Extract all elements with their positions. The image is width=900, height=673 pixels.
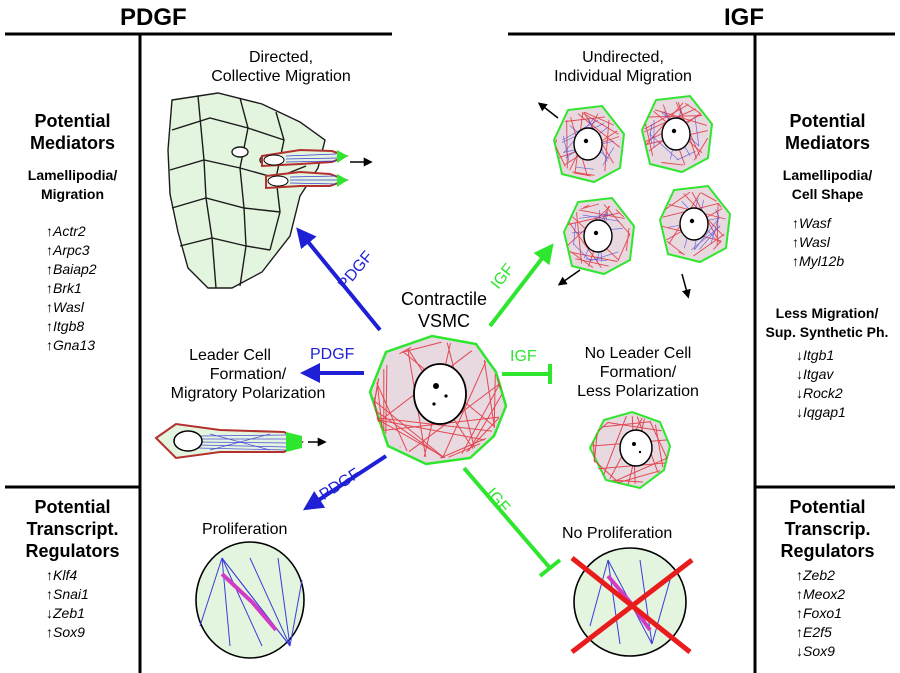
igf-cell xyxy=(658,184,732,264)
pdgf-header: PDGF xyxy=(120,4,187,31)
gene-item: ↑Meox2 xyxy=(796,586,846,602)
gene-item: ↑Wasf xyxy=(792,215,831,231)
gene-item: ↑Myl12b xyxy=(792,253,845,269)
gene-item: ↓Zeb1 xyxy=(46,605,85,621)
gene-item: ↑Actr2 xyxy=(46,223,86,239)
left-mediators-title: Potential Mediators xyxy=(29,111,116,153)
igf-leader-arrow-label: IGF xyxy=(510,348,537,365)
gene-item: ↑Brk1 xyxy=(46,280,82,296)
gene-item: ↑Wasl xyxy=(46,299,84,315)
igf-less-polarized-cell xyxy=(588,410,672,490)
left-regulators-title: Potential Transcript. Regulators xyxy=(25,497,120,561)
pdgf-proliferation-label: Proliferation xyxy=(202,521,288,538)
gene-item: ↓Rock2 xyxy=(796,385,843,401)
igf-proliferation-label: No Proliferation xyxy=(562,525,673,542)
pdgf-arrows xyxy=(296,227,388,511)
right-mediators-subtitle: Lamellipodia/ Cell Shape xyxy=(782,167,873,202)
right-less-title: Less Migration/ Sup. Synthetic Ph. xyxy=(765,305,889,340)
igf-direction-arrows xyxy=(537,102,691,299)
gene-item: ↑Baiap2 xyxy=(46,261,97,277)
left-gene-list: ↑Actr2 ↑Arpc3 ↑Baiap2 ↑Brk1 ↑Wasl ↑Itgb8 ↑Gna1… xyxy=(46,222,97,355)
gene-item: ↑Sox9 xyxy=(46,624,85,640)
collective-migration-sheet xyxy=(167,92,326,289)
gene-item: ↓Itgav xyxy=(796,366,834,382)
gene-item: ↑E2f5 xyxy=(796,624,832,640)
right-regulator-list: ↑Zeb2 ↑Meox2 ↑Foxo1 ↑E2f5 ↓Sox9 xyxy=(796,566,845,661)
igf-leader-label: No Leader Cell Formation/ Less Polarizat… xyxy=(577,345,699,400)
igf-header: IGF xyxy=(724,4,764,31)
left-mediators-subtitle: Lamellipodia/ Migration xyxy=(27,167,118,202)
vsmc-label: Contractile VSMC xyxy=(400,289,488,331)
gene-item: ↑Gna13 xyxy=(46,337,96,353)
right-regulators-title: Potential Transcrip. Regulators xyxy=(780,497,875,561)
left-regulator-list: ↑Klf4 ↑Snai1 ↓Zeb1 ↑Sox9 xyxy=(46,566,89,642)
gene-item: ↑Snai1 xyxy=(46,586,89,602)
pdgf-leader-arrow-label: PDGF xyxy=(310,346,355,363)
pdgf-leader-label: Leader Cell Formation/ Migratory Polariz… xyxy=(170,347,326,402)
igf-arrows xyxy=(462,243,562,578)
igf-no-proliferation-cell xyxy=(570,547,694,657)
gene-item: ↑Foxo1 xyxy=(796,605,842,621)
gene-item: ↓Sox9 xyxy=(796,643,835,659)
gene-item: ↑Arpc3 xyxy=(46,242,90,258)
igf-individual-cells xyxy=(552,94,732,276)
gene-item: ↑Zeb2 xyxy=(796,567,835,583)
right-less-gene-list: ↓Itgb1 ↓Itgav ↓Rock2 ↓Iqgap1 xyxy=(796,346,846,422)
right-mediators-title: Potential Mediators xyxy=(784,111,871,153)
leader-cell-drawing xyxy=(154,422,327,460)
igf-cell xyxy=(640,94,714,174)
igf-cell xyxy=(552,104,626,184)
right-gene-list: ↑Wasf ↑Wasl ↑Myl12b xyxy=(792,214,844,271)
gene-item: ↑Itgb8 xyxy=(46,318,85,334)
pdgf-proliferation-cell xyxy=(195,541,305,659)
pdgf-migration-label: Directed, Collective Migration xyxy=(211,49,351,85)
igf-cell xyxy=(562,196,636,276)
central-vsmc-cell xyxy=(368,334,508,466)
gene-item: ↑Wasl xyxy=(792,234,830,250)
igf-migration-label: Undirected, Individual Migration xyxy=(554,49,692,85)
gene-item: ↓Iqgap1 xyxy=(796,404,846,420)
gene-item: ↓Itgb1 xyxy=(796,347,835,363)
gene-item: ↑Klf4 xyxy=(46,567,78,583)
leader-protrusions xyxy=(261,148,373,190)
frame-lines xyxy=(5,32,895,673)
